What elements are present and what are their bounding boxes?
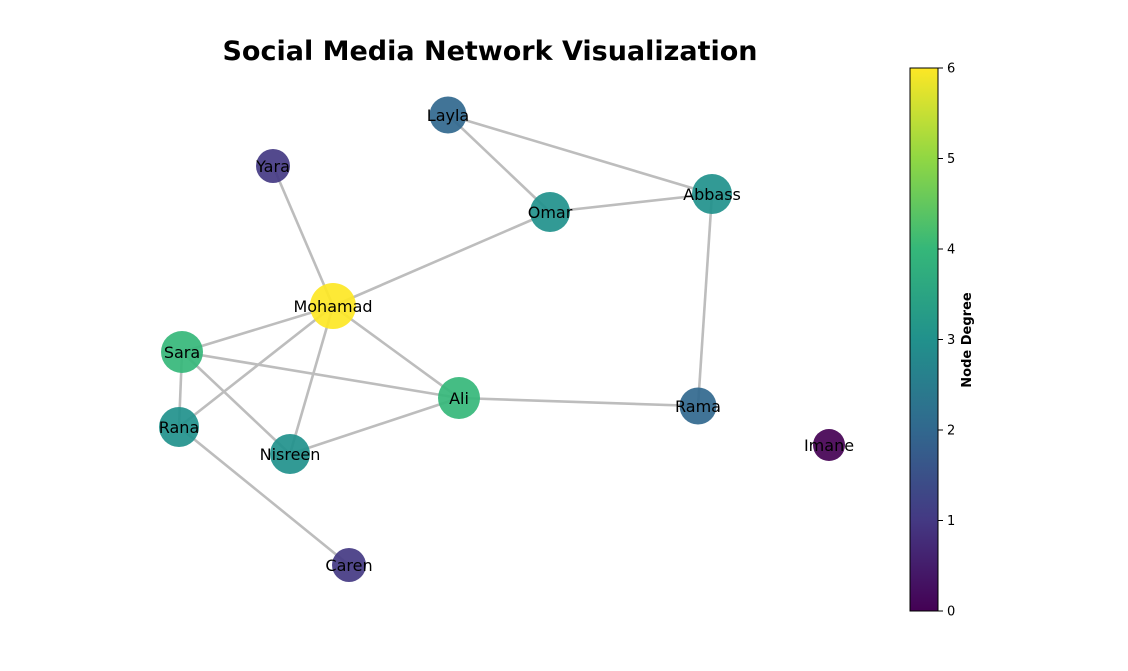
- colorbar-tick-label-4: 4: [947, 243, 955, 258]
- edge-omar-abbass: [549, 192, 713, 214]
- edge-mohamad-yara: [271, 165, 335, 307]
- colorbar-tick-label-1: 1: [947, 514, 955, 529]
- chart-title: Social Media Network Visualization: [222, 36, 757, 67]
- colorbar-tick-label-2: 2: [947, 424, 955, 439]
- colorbar: 0 1 2 3 4 5 6 Node Degree: [909, 62, 975, 620]
- node-rana[interactable]: Rana: [159, 407, 200, 447]
- node-caren-label: Caren: [325, 556, 372, 575]
- colorbar-tick-label-5: 5: [947, 152, 955, 167]
- node-yara-label: Yara: [255, 157, 290, 176]
- node-abbass[interactable]: Abbass: [683, 174, 741, 214]
- node-imane-label: Imane: [804, 436, 854, 455]
- node-rama-label: Rama: [675, 397, 721, 416]
- node-sara-circle: [161, 331, 203, 373]
- edge-abbass-rama: [696, 193, 714, 407]
- colorbar-tick-label-3: 3: [947, 333, 955, 348]
- edge-mohamad-omar: [332, 210, 551, 308]
- edges-layer: [177, 113, 714, 567]
- edge-mohamad-ali: [332, 304, 460, 400]
- node-yara[interactable]: Yara: [255, 149, 290, 183]
- node-layla-label: Layla: [427, 106, 469, 125]
- edge-sara-ali: [181, 350, 460, 400]
- edge-mohamad-sara: [181, 304, 334, 354]
- edge-layla-abbass: [447, 113, 713, 196]
- node-rana-circle: [159, 407, 199, 447]
- node-nisreen[interactable]: Nisreen: [260, 434, 321, 474]
- edge-rana-caren: [178, 425, 350, 567]
- node-caren[interactable]: Caren: [325, 548, 373, 582]
- node-ali[interactable]: Ali: [438, 377, 480, 419]
- node-nisreen-circle: [270, 434, 310, 474]
- edge-sara-nisreen: [181, 351, 291, 455]
- node-omar-circle: [530, 192, 570, 232]
- node-caren-circle: [332, 548, 366, 582]
- node-rama[interactable]: Rama: [675, 387, 721, 425]
- node-imane-circle: [813, 429, 845, 461]
- node-mohamad[interactable]: Mohamad: [293, 283, 373, 329]
- node-omar[interactable]: Omar: [528, 192, 573, 232]
- colorbar-ticks: 0 1 2 3 4 5 6: [938, 62, 955, 620]
- colorbar-label: Node Degree: [960, 292, 975, 388]
- node-sara-label: Sara: [164, 343, 200, 362]
- node-layla[interactable]: Layla: [427, 96, 469, 134]
- node-nisreen-label: Nisreen: [260, 445, 321, 464]
- edge-mohamad-nisreen: [288, 305, 335, 455]
- colorbar-gradient: [909, 67, 939, 612]
- edge-omar-layla: [447, 114, 551, 213]
- colorbar-tick-label-0: 0: [947, 605, 955, 620]
- node-abbass-circle: [692, 174, 732, 214]
- node-yara-circle: [256, 149, 290, 183]
- node-imane[interactable]: Imane: [804, 429, 854, 461]
- node-layla-circle: [429, 96, 467, 134]
- colorbar-tick-label-6: 6: [947, 62, 955, 77]
- edge-ali-nisreen: [289, 396, 460, 456]
- node-abbass-label: Abbass: [683, 185, 741, 204]
- edge-mohamad-rana: [178, 304, 334, 429]
- node-ali-circle: [438, 377, 480, 419]
- node-mohamad-circle: [310, 283, 356, 329]
- node-ali-label: Ali: [449, 389, 469, 408]
- node-mohamad-label: Mohamad: [293, 297, 372, 316]
- node-sara[interactable]: Sara: [161, 331, 203, 373]
- node-rana-label: Rana: [159, 418, 200, 437]
- edge-ali-rama: [458, 396, 699, 408]
- node-rama-circle: [679, 387, 717, 425]
- node-omar-label: Omar: [528, 203, 573, 222]
